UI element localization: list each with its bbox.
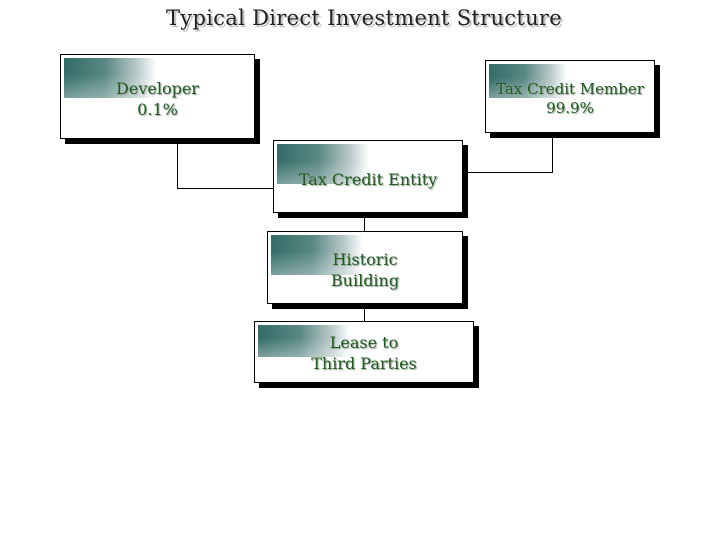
member-share: 99.9% — [546, 99, 594, 117]
developer-name: Developer — [116, 79, 199, 98]
gradient-decoration — [489, 64, 567, 98]
member-name: Tax Credit Member — [496, 80, 644, 98]
connector-entity-building — [364, 213, 365, 231]
lease-box: Lease to Third Parties — [254, 321, 474, 383]
tax-credit-entity-box: Tax Credit Entity — [273, 140, 463, 213]
connector-developer-entity-h — [177, 188, 273, 189]
gradient-decoration — [271, 235, 363, 275]
lease-line2: Third Parties — [311, 354, 417, 373]
developer-share: 0.1% — [137, 100, 178, 119]
building-line1: Historic — [332, 250, 398, 269]
connector-developer-entity — [177, 139, 178, 188]
gradient-decoration — [258, 325, 350, 357]
connector-building-lease — [364, 304, 365, 321]
gradient-decoration — [277, 144, 369, 184]
entity-name: Tax Credit Entity — [298, 170, 438, 189]
developer-box: Developer 0.1% — [60, 54, 255, 139]
connector-member-entity — [552, 133, 553, 173]
building-line2: Building — [330, 271, 400, 290]
lease-line1: Lease to — [329, 333, 399, 352]
connector-member-entity-h — [468, 172, 553, 173]
slide-title: Typical Direct Investment Structure — [166, 6, 562, 30]
tax-credit-member-box: Tax Credit Member 99.9% — [485, 60, 655, 133]
gradient-decoration — [64, 58, 156, 98]
historic-building-box: Historic Building — [267, 231, 463, 304]
